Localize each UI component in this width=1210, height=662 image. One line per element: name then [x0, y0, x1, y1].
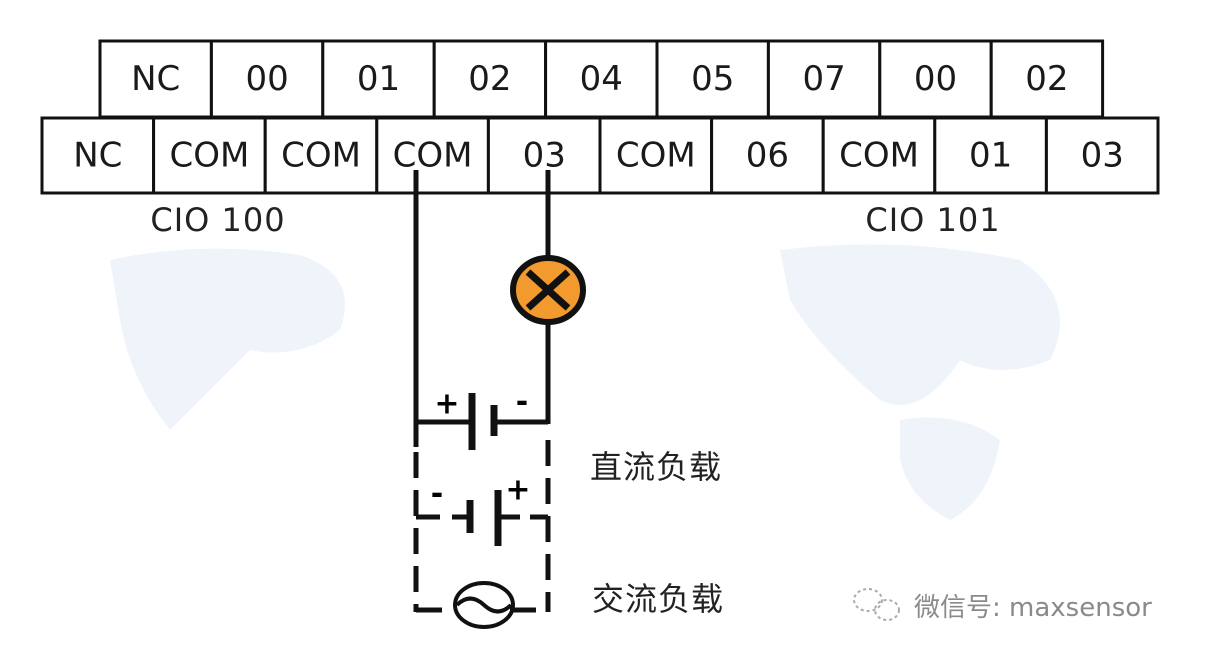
terminal-top_row-4: 04 — [544, 39, 659, 119]
terminal-bottom_row-5: COM — [598, 116, 714, 195]
terminal-label: 06 — [746, 136, 789, 176]
terminal-label: NC — [73, 136, 122, 176]
circuit-wires — [413, 170, 551, 613]
terminal-bottom_row-0: NC — [40, 116, 156, 195]
terminal-top_row-5: 05 — [655, 39, 770, 119]
terminal-bottom_row-4: 03 — [486, 116, 602, 195]
dc-battery-reversed-icon — [466, 490, 502, 546]
terminal-bottom_row-9: 03 — [1044, 116, 1160, 195]
terminal-label: 07 — [802, 59, 845, 99]
terminal-label: 00 — [245, 59, 288, 99]
terminal-row-bottom: NC COM COM COM 03 COM 06 COM 01 03 — [40, 116, 1160, 195]
terminal-label: 04 — [580, 59, 623, 99]
terminal-label: 02 — [468, 59, 511, 99]
ac-source-icon — [453, 581, 515, 629]
terminal-box — [878, 39, 993, 119]
terminal-label: 03 — [1081, 136, 1124, 176]
terminal-bottom_row-6: 06 — [710, 116, 825, 195]
terminal-box — [263, 116, 379, 195]
terminal-bottom_row-3: COM — [375, 116, 490, 195]
wechat-icon — [853, 588, 900, 621]
terminal-label: COM — [616, 136, 696, 176]
terminal-label: COM — [169, 136, 249, 176]
minus-sign: - — [516, 385, 528, 420]
terminal-top_row-6: 07 — [766, 39, 882, 119]
group-label-cio100: CIO 100 — [150, 201, 285, 239]
terminal-box — [989, 39, 1105, 119]
terminal-bottom_row-2: COM — [263, 116, 379, 195]
terminal-label: 05 — [691, 59, 734, 99]
terminal-box — [933, 116, 1048, 195]
terminal-label: 01 — [357, 59, 400, 99]
terminal-top_row-8: 02 — [989, 39, 1105, 119]
plus-sign: + — [434, 387, 459, 422]
terminal-label: COM — [839, 136, 919, 176]
dc-load-label: 直流负载 — [590, 448, 722, 486]
terminal-bottom_row-8: 01 — [933, 116, 1048, 195]
terminal-box — [152, 116, 267, 195]
terminal-top_row-0: NC — [98, 39, 213, 119]
plus-sign-2: + — [505, 473, 530, 508]
terminal-box — [40, 116, 156, 195]
terminal-box — [710, 116, 825, 195]
terminal-top_row-2: 01 — [321, 39, 436, 119]
world-map-background — [110, 244, 1060, 520]
terminal-label: COM — [281, 136, 361, 176]
terminal-box — [486, 116, 602, 195]
terminal-top_row-3: 02 — [432, 39, 548, 119]
minus-sign-2: - — [431, 477, 443, 512]
terminal-top_row-1: 00 — [209, 39, 325, 119]
terminal-box — [1044, 116, 1160, 195]
terminal-label: 00 — [914, 59, 957, 99]
terminal-bottom_row-7: COM — [821, 116, 937, 195]
terminal-row-top: NC 00 01 02 04 05 07 00 02 — [98, 39, 1105, 119]
terminal-label: NC — [131, 59, 180, 99]
group-label-cio101: CIO 101 — [865, 201, 1000, 239]
terminal-label: 02 — [1025, 59, 1068, 99]
terminal-box — [821, 116, 937, 195]
terminal-label: COM — [393, 136, 473, 176]
dc-battery-icon — [468, 393, 498, 450]
terminal-box — [98, 39, 213, 119]
lamp-icon — [510, 255, 586, 325]
terminal-label: 01 — [969, 136, 1012, 176]
terminal-label: 03 — [523, 136, 566, 176]
terminal-bottom_row-1: COM — [152, 116, 267, 195]
ac-load-label: 交流负载 — [592, 580, 724, 618]
terminal-top_row-7: 00 — [878, 39, 993, 119]
watermark-text: 微信号: maxsensor — [914, 593, 1152, 623]
